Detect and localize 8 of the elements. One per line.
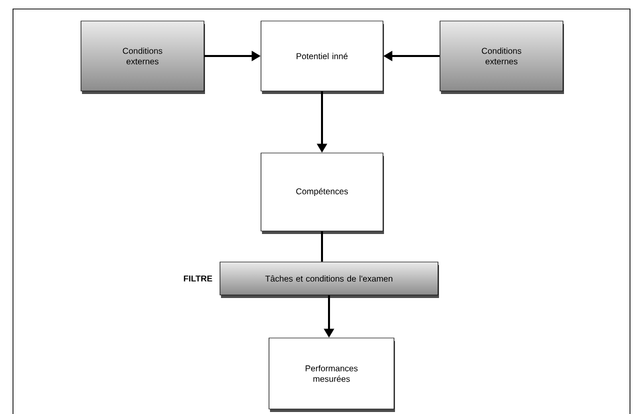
connector-line bbox=[321, 231, 323, 262]
process-box: Performances mesurées bbox=[268, 338, 395, 412]
shaded-box: Tâches et conditions de l'examen bbox=[220, 262, 439, 298]
process-box: Compétences bbox=[260, 152, 384, 234]
shaded-box: Conditions externes bbox=[440, 20, 564, 94]
beside-label: FILTRE bbox=[184, 276, 212, 282]
process-box: Potentiel inné bbox=[260, 20, 384, 94]
shaded-box: Conditions externes bbox=[80, 20, 205, 94]
